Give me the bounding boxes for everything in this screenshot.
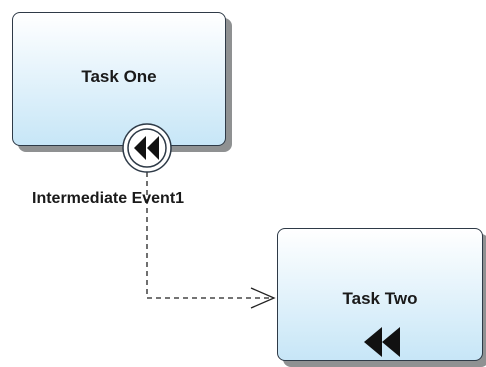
sequence-flow-connector[interactable] [146, 172, 272, 299]
task-two-label: Task Two [342, 289, 418, 308]
rewind-icon [134, 136, 159, 160]
task-one-label: Task One [81, 67, 157, 86]
intermediate-event-label: Intermediate Event1 [32, 190, 185, 207]
intermediate-event[interactable] [122, 123, 172, 173]
connector-arrowhead [250, 287, 276, 309]
task-one-box[interactable]: Task One [12, 12, 226, 146]
task-two-rewind-icon [364, 327, 400, 357]
